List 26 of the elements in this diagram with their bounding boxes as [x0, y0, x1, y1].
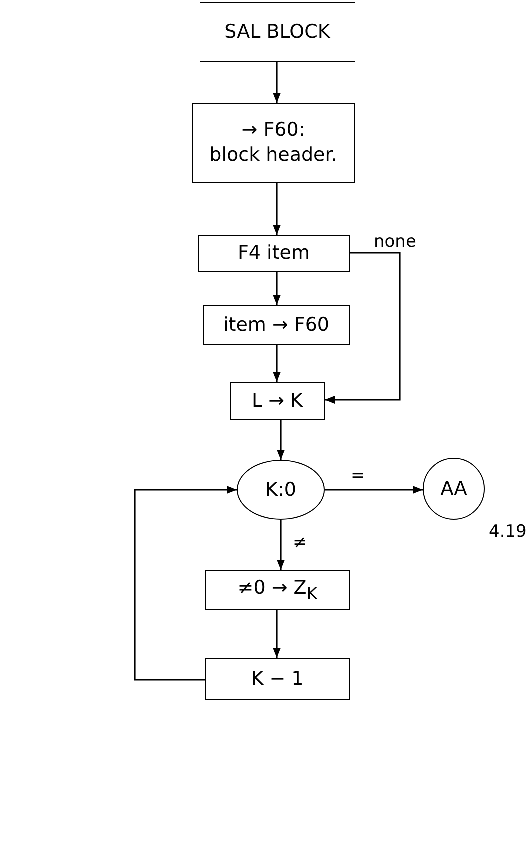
node-text: item → F60	[223, 312, 330, 338]
arrow	[273, 183, 281, 235]
process-box	[205, 658, 350, 700]
node-text: K − 1	[251, 666, 304, 692]
arrow	[134, 486, 237, 681]
arrow	[325, 486, 423, 494]
process-box	[230, 382, 325, 420]
node-text: ≠0 → Z$_{K}$	[238, 576, 318, 604]
arrow	[277, 420, 285, 460]
arrow	[273, 345, 281, 382]
node-text: AA	[440, 476, 468, 502]
arrow	[273, 62, 281, 103]
node-text: SAL BLOCK	[224, 20, 330, 44]
arrow	[273, 272, 281, 305]
arrow	[277, 520, 285, 570]
node-text: block header.	[210, 143, 338, 168]
process-box	[203, 305, 350, 345]
process-box	[205, 570, 350, 610]
arrow	[325, 252, 401, 404]
process-box	[192, 103, 355, 183]
node-text: L → K	[252, 388, 304, 414]
arrow	[273, 610, 281, 658]
node-text: K:0	[266, 478, 296, 502]
node-text: F4 item	[238, 241, 310, 266]
node-text: → F60:	[242, 118, 306, 143]
process-box	[198, 235, 350, 272]
